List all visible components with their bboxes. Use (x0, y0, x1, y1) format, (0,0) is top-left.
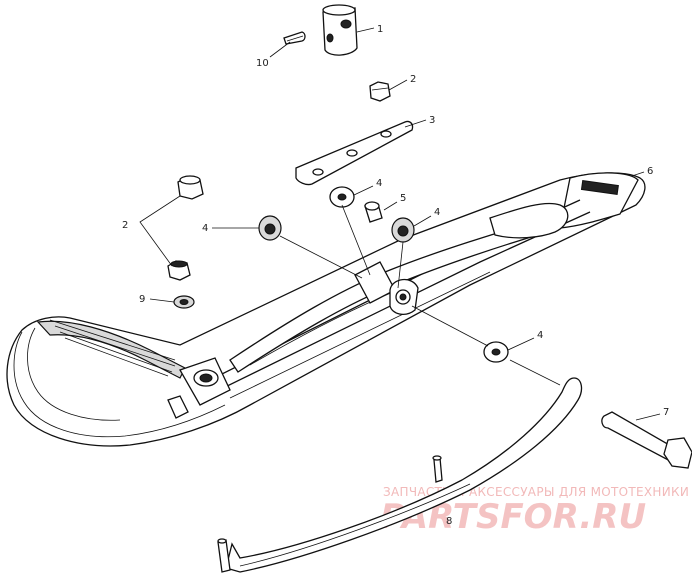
callout-3: 3 (429, 115, 435, 126)
washer-lower (483, 341, 509, 363)
washer-right (391, 217, 415, 243)
callout-9: 9 (139, 294, 145, 305)
cotter-pin (283, 31, 306, 45)
callout-6: 6 (647, 166, 653, 177)
wear-plate (295, 120, 414, 186)
callout-4: 4 (376, 178, 382, 189)
callout-10: 10 (256, 58, 269, 69)
callout-2: 2 (122, 220, 128, 231)
lock-nut-upper (369, 81, 391, 102)
leader-lines (139, 27, 661, 421)
ski-body (6, 172, 646, 447)
callout-8: 8 (446, 516, 452, 527)
lock-nut-lower (167, 260, 191, 281)
bolt (601, 411, 692, 469)
callout-4: 4 (537, 330, 543, 341)
callout-7: 7 (663, 407, 669, 418)
bushing (364, 201, 383, 223)
callout-4: 4 (434, 207, 440, 218)
spindle-sleeve (322, 4, 358, 56)
callout-2: 2 (410, 74, 416, 85)
lock-nut-spacer (177, 175, 204, 200)
carbide-runner (217, 377, 583, 573)
callout-5: 5 (400, 193, 406, 204)
callout-labels: 1 10 2 3 4 5 4 6 2 4 9 4 7 8 (122, 24, 669, 527)
washer-top (329, 186, 355, 208)
washer-left (258, 215, 282, 241)
callout-1: 1 (377, 24, 383, 35)
callout-4: 4 (202, 223, 208, 234)
small-washer (173, 295, 195, 309)
